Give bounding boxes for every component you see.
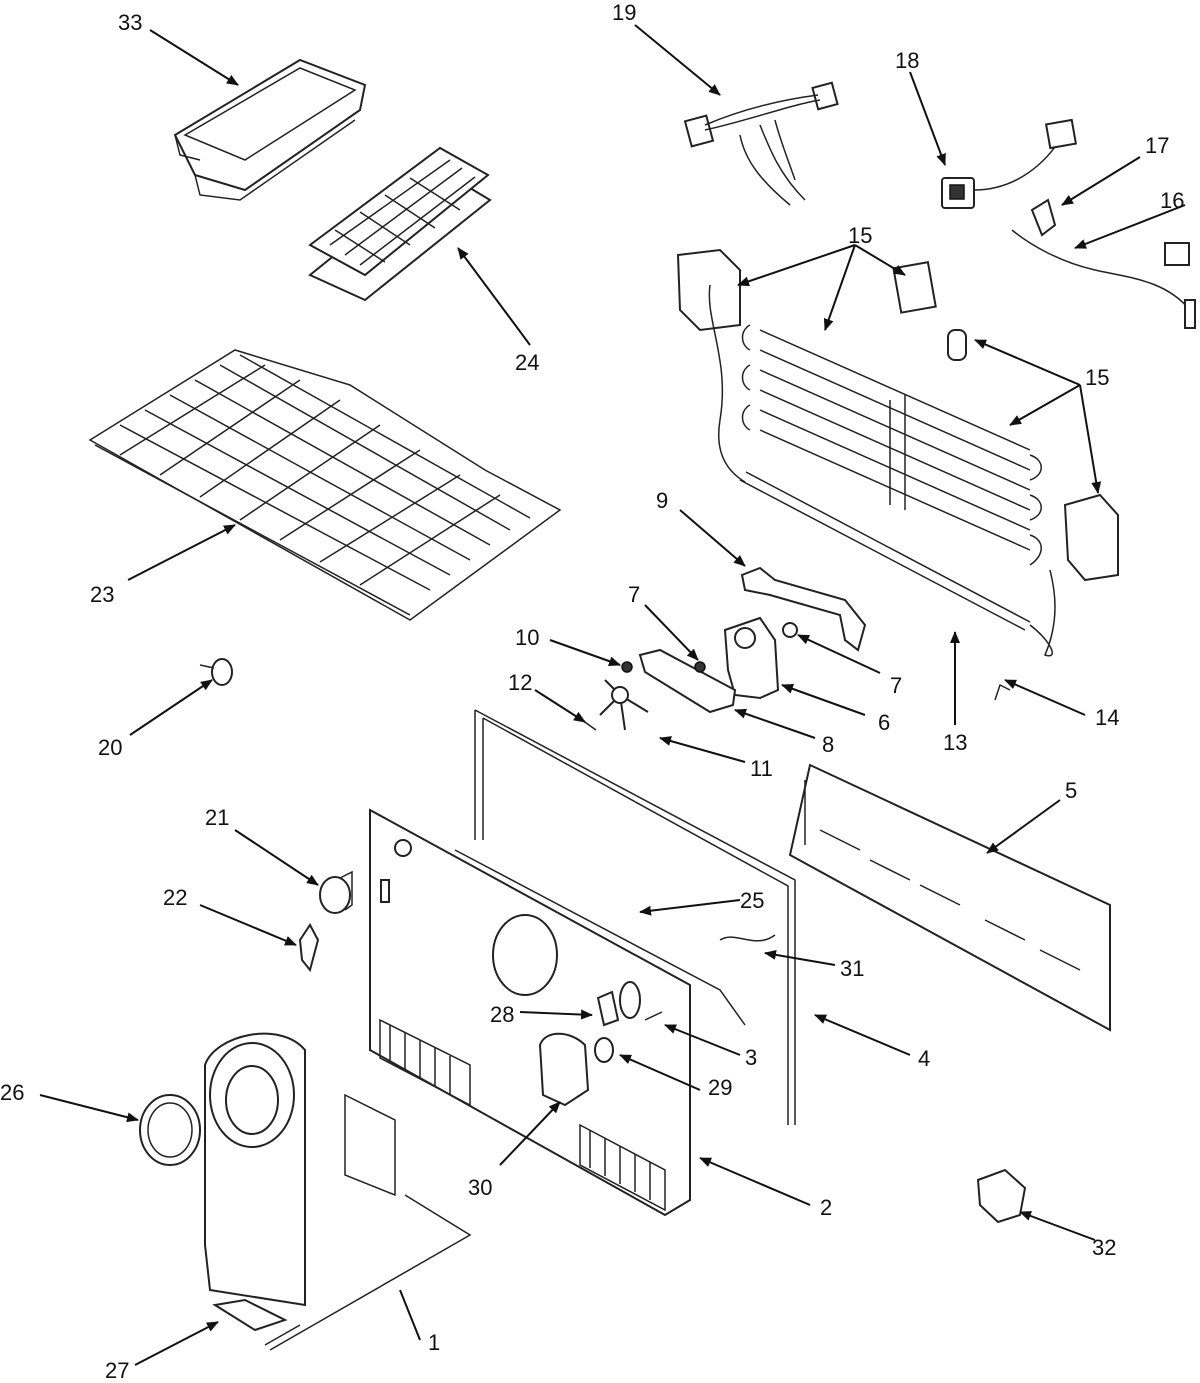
bracket-part-9 (740, 566, 867, 652)
gasket-part-4 (474, 709, 796, 1125)
channel-part-5 (788, 763, 1111, 1032)
callout-20: 20 (98, 735, 122, 760)
callout-24: 24 (515, 350, 539, 375)
callout-7-left: 7 (628, 582, 640, 607)
heater-part-13 (708, 284, 1056, 657)
callout-23: 23 (90, 582, 114, 607)
leader-lines (39, 24, 1186, 1366)
socket-part-28 (596, 981, 641, 1027)
callout-21: 21 (205, 805, 229, 830)
callout-19: 19 (612, 0, 636, 25)
callout-4: 4 (918, 1046, 930, 1071)
callout-17: 17 (1145, 133, 1169, 158)
evaporator-part-15 (676, 248, 1119, 582)
ring-part-26 (139, 1094, 201, 1166)
screw-part-3 (644, 1011, 663, 1021)
callout-2: 2 (820, 1195, 832, 1220)
harness-part-16 (1011, 229, 1196, 329)
callout-8: 8 (822, 732, 834, 757)
callout-13: 13 (943, 730, 967, 755)
callout-27: 27 (105, 1358, 129, 1383)
callout-11: 11 (750, 756, 773, 781)
clip-part-14 (994, 683, 1011, 701)
callout-12: 12 (508, 670, 532, 695)
callout-31: 31 (840, 956, 864, 981)
grille-part-27 (212, 1298, 288, 1332)
clip-part-17 (1030, 198, 1057, 237)
fan-motor-assembly (581, 616, 798, 731)
callout-9: 9 (656, 488, 668, 513)
ice-bin-part-33 (173, 58, 367, 201)
callout-15-right: 15 (1085, 365, 1109, 390)
bulb-part-29 (594, 1037, 614, 1063)
relay-part-32 (976, 1168, 1027, 1224)
callout-30: 30 (468, 1175, 492, 1200)
callout-1: 1 (428, 1330, 440, 1355)
rod-part-25 (454, 849, 746, 1026)
callout-32: 32 (1092, 1235, 1116, 1260)
ice-trays-part-24 (308, 146, 492, 302)
callout-22: 22 (163, 885, 187, 910)
callout-26: 26 (0, 1080, 24, 1105)
callout-29: 29 (708, 1075, 732, 1100)
wire-shelf-part-23 (88, 349, 562, 621)
callout-18: 18 (895, 48, 919, 73)
wire-harness-part-19 (683, 81, 839, 206)
wire-part-31 (719, 934, 776, 942)
callout-3: 3 (745, 1045, 757, 1070)
callout-14: 14 (1095, 705, 1119, 730)
cap-part-21 (319, 870, 353, 914)
light-shield-part-30 (538, 1032, 590, 1107)
air-duct-part-1 (204, 1032, 472, 1351)
callout-25: 25 (740, 888, 764, 913)
callout-15-top: 15 (848, 223, 872, 248)
callout-5: 5 (1065, 778, 1077, 803)
knob-part-20 (199, 658, 233, 686)
callout-16: 16 (1160, 188, 1184, 213)
callout-28: 28 (490, 1002, 514, 1027)
connector-part-18 (941, 118, 1078, 209)
callout-7-right: 7 (890, 673, 902, 698)
callout-10: 10 (515, 625, 539, 650)
clip-part-22 (298, 923, 320, 973)
callout-6: 6 (878, 710, 890, 735)
callout-33: 33 (118, 10, 142, 35)
